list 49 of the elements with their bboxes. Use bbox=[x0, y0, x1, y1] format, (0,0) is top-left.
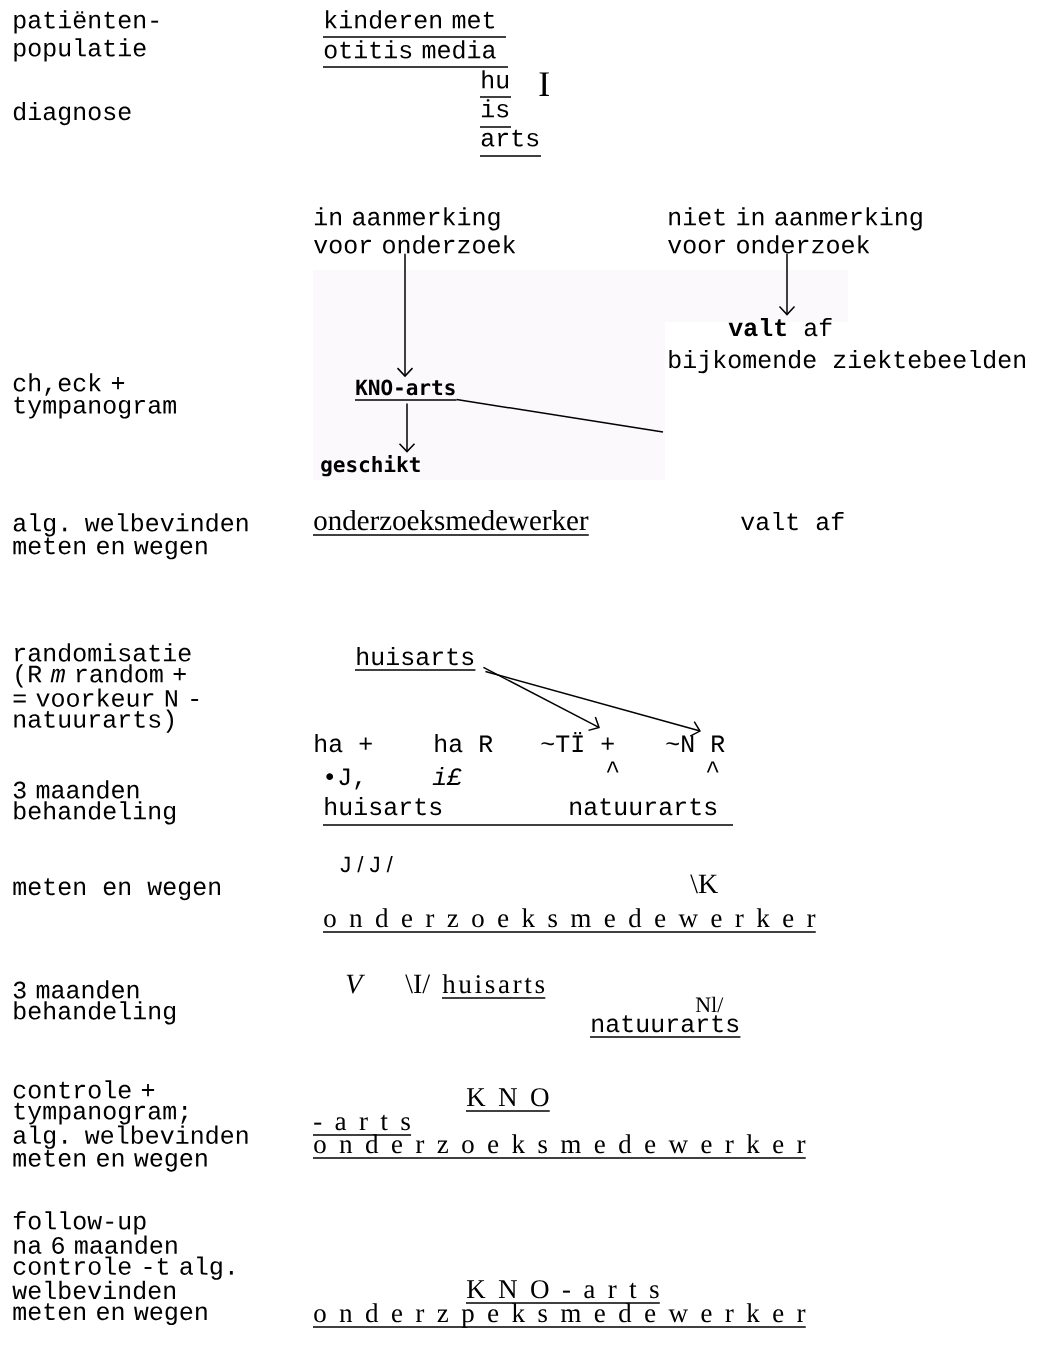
role-text: huisarts bbox=[441, 974, 547, 999]
arrow bbox=[484, 670, 701, 737]
outcome-text: valt af bbox=[728, 317, 832, 337]
role-text: o n d e r z o e k s m e d e w e r k e r bbox=[312, 1134, 807, 1159]
group-text: ~N R bbox=[666, 735, 725, 752]
step-label: follow-up na 6 maanden controle -t alg. welbevinden meten en wegen bbox=[12, 1211, 233, 1326]
scan-text: V bbox=[346, 974, 365, 994]
role-text: huisarts bbox=[354, 646, 477, 671]
role-text: natuurarts bbox=[570, 798, 717, 816]
role-text: K N O - a r t s bbox=[465, 1280, 661, 1304]
outcome-text: in aanmerking voor onderzoek bbox=[314, 207, 516, 254]
outcome-text: geschikt bbox=[321, 454, 420, 477]
step-label: 3 maanden behandeling bbox=[13, 780, 176, 825]
scan-text: ^ bbox=[606, 761, 619, 773]
scan-text: i£ bbox=[432, 766, 462, 785]
step-label: randomisatie (R m random + = voorkeur N - natuurarts) bbox=[13, 643, 199, 733]
step-label: controle + tympanogram; alg. welbevinden meten en wegen bbox=[13, 1080, 248, 1172]
role-text: KNO-arts bbox=[354, 379, 458, 401]
arrow bbox=[778, 253, 796, 316]
role-text: o n d e r z o e k s m e d e w e r k e r bbox=[322, 908, 817, 933]
role-text: onderzoeksmedewerker bbox=[312, 509, 590, 536]
role-text: - a r t s bbox=[312, 1114, 412, 1136]
outcome-text: niet in aanmerking voor onderzoek bbox=[668, 207, 922, 254]
group-text: ha R bbox=[435, 733, 493, 753]
step-label: ch,eck + tympanogram bbox=[13, 373, 176, 419]
note-text: bijkomende ziektebeelden bbox=[669, 349, 1025, 374]
role-text: K N O bbox=[465, 1088, 551, 1112]
scan-text: ^ bbox=[706, 761, 719, 773]
scan-text: \K bbox=[690, 874, 718, 894]
scan-text: \I/ bbox=[405, 974, 431, 994]
connector-line bbox=[455, 398, 664, 433]
scan-text: •J, bbox=[326, 768, 361, 790]
step-label: alg. welbevinden meten en wegen bbox=[13, 513, 248, 560]
group-text: ha + bbox=[315, 733, 372, 753]
scan-text: J / J / bbox=[340, 856, 393, 873]
step-label: 3 maanden behandeling bbox=[13, 980, 176, 1025]
symbol-text: I bbox=[539, 72, 549, 96]
role-text: o n d e r z p e k s m e d e w e r k e r bbox=[312, 1303, 807, 1328]
step-label: patiënten- populatie bbox=[14, 10, 159, 62]
scan-text: Nl/ bbox=[695, 996, 724, 1013]
group-text: ~TÏ + bbox=[541, 732, 614, 752]
role-text: huisarts bbox=[325, 796, 442, 816]
arrow bbox=[398, 402, 416, 453]
arrow bbox=[396, 253, 414, 378]
step-label: diagnose bbox=[13, 101, 131, 126]
step-label: meten en wegen bbox=[13, 878, 220, 901]
arrow bbox=[482, 666, 600, 732]
note-text: valt af bbox=[741, 511, 844, 531]
role-text: natuurarts bbox=[589, 1015, 742, 1038]
